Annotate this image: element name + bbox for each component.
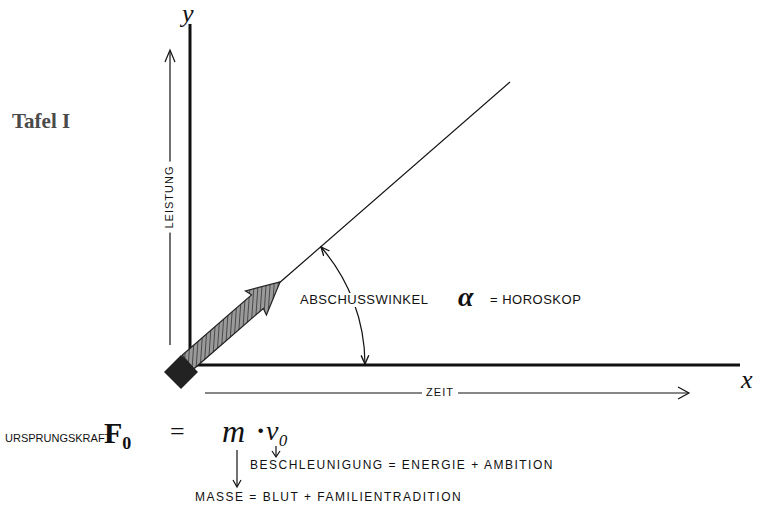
x-axis xyxy=(178,364,740,367)
formula-symbol: · xyxy=(256,416,265,447)
formula-symbol: v₀ xyxy=(266,416,288,447)
angle-caption: = HOROSKOP xyxy=(490,293,581,307)
formula-note: BESCHLEUNIGUNG = ENERGIE + AMBITION xyxy=(250,459,554,472)
arrow-head xyxy=(678,387,689,399)
arrow-head xyxy=(233,480,241,487)
formula-note: MASSE = BLUT + FAMILIENTRADITION xyxy=(195,491,462,504)
formula-caption: URSPRUNGSKRAFT xyxy=(5,432,111,444)
axis-label: y xyxy=(182,0,194,29)
arrow-head xyxy=(165,50,175,62)
axis-caption: LEISTUNG xyxy=(164,161,176,232)
arrow-head xyxy=(272,451,280,457)
angle-symbol: α xyxy=(458,282,474,313)
origin-block xyxy=(164,355,198,389)
formula-symbol: F₀ xyxy=(104,416,131,449)
axis-label: x xyxy=(741,366,753,395)
y-axis xyxy=(189,24,192,366)
launch-arrow xyxy=(178,270,291,374)
angle-caption: ABSCHUSSWINKEL xyxy=(296,293,432,307)
plate-title: Tafel I xyxy=(12,110,70,133)
axis-caption: ZEIT xyxy=(422,386,458,398)
leader-arrow xyxy=(275,446,276,456)
formula-symbol: = xyxy=(170,418,185,447)
leader-arrow xyxy=(236,450,237,486)
formula-symbol: m xyxy=(222,414,245,449)
